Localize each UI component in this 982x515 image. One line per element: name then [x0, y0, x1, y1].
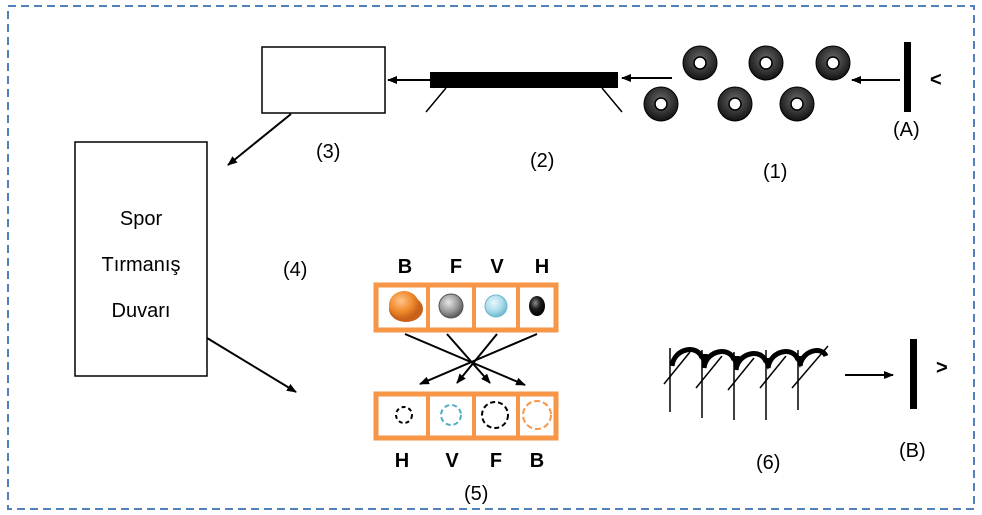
bottom-slot-orange [522, 400, 552, 430]
hurdles-group: (6) [663, 345, 829, 474]
ring-hold-icon [779, 86, 815, 122]
label-step-3: (3) [316, 141, 340, 163]
ring-hold-icon [643, 86, 679, 122]
wall-line-1: Spor [120, 208, 163, 230]
label-a: (A) [893, 119, 920, 141]
ring-holds-group: (1) [643, 45, 851, 183]
arrow-wall-to-5 [206, 337, 297, 393]
wall-line-3: Duvarı [112, 300, 171, 322]
station-3-box [261, 46, 386, 114]
label-step-1: (1) [763, 161, 787, 183]
balance-beam: (2) [425, 72, 623, 172]
ring-hold-icon [748, 45, 784, 81]
top-letter-3: V [490, 256, 504, 278]
climbing-wall: Spor Tırmanış Duvarı [74, 141, 208, 377]
top-letter-1: B [398, 256, 412, 278]
bottom-letter-2: V [445, 450, 459, 472]
beam-bar [430, 72, 618, 88]
ball-sorting: B F V H H V F B (5) [373, 256, 559, 505]
ring-hold-icon [717, 86, 753, 122]
bottom-slot-black-small [395, 406, 413, 424]
hurdle-icon [695, 349, 740, 418]
end-marker: > [936, 357, 948, 379]
end-point-b: > (B) [899, 339, 948, 462]
bottom-frame [373, 391, 559, 441]
bottom-letter-3: F [490, 450, 502, 472]
sort-arrow [446, 333, 491, 384]
end-bar [910, 339, 917, 409]
label-step-4: (4) [283, 259, 307, 281]
bottom-slot-black [481, 401, 509, 429]
label-step-6: (6) [756, 452, 780, 474]
label-b: (B) [899, 440, 926, 462]
label-step-5: (5) [464, 483, 488, 505]
climbing-wall-box [74, 141, 208, 377]
sort-arrow [456, 333, 498, 384]
top-letter-2: F [450, 256, 462, 278]
start-point-a: < (A) [893, 42, 942, 141]
top-ball-black [529, 296, 545, 316]
top-letter-4: H [535, 256, 549, 278]
station-3: (3) [261, 46, 386, 163]
wall-line-2: Tırmanış [102, 254, 181, 276]
page-border [7, 5, 975, 510]
bottom-slot-blue [440, 404, 462, 426]
beam-leg-left [425, 87, 447, 113]
top-ball-blue [484, 294, 508, 318]
arrow-3-to-wall [227, 113, 292, 166]
hurdle-icon [791, 345, 829, 410]
top-ball-gray [438, 293, 464, 319]
label-step-2: (2) [530, 150, 554, 172]
bottom-letter-4: B [530, 450, 544, 472]
start-marker: < [930, 69, 942, 91]
sort-arrow [419, 333, 538, 385]
bottom-letter-1: H [395, 450, 409, 472]
start-bar [904, 42, 911, 112]
top-ball-orange [389, 291, 423, 322]
beam-leg-right [601, 87, 623, 113]
hurdle-icon [663, 347, 708, 412]
sort-arrow [404, 333, 526, 386]
ring-hold-icon [815, 45, 851, 81]
ring-hold-icon [682, 45, 718, 81]
